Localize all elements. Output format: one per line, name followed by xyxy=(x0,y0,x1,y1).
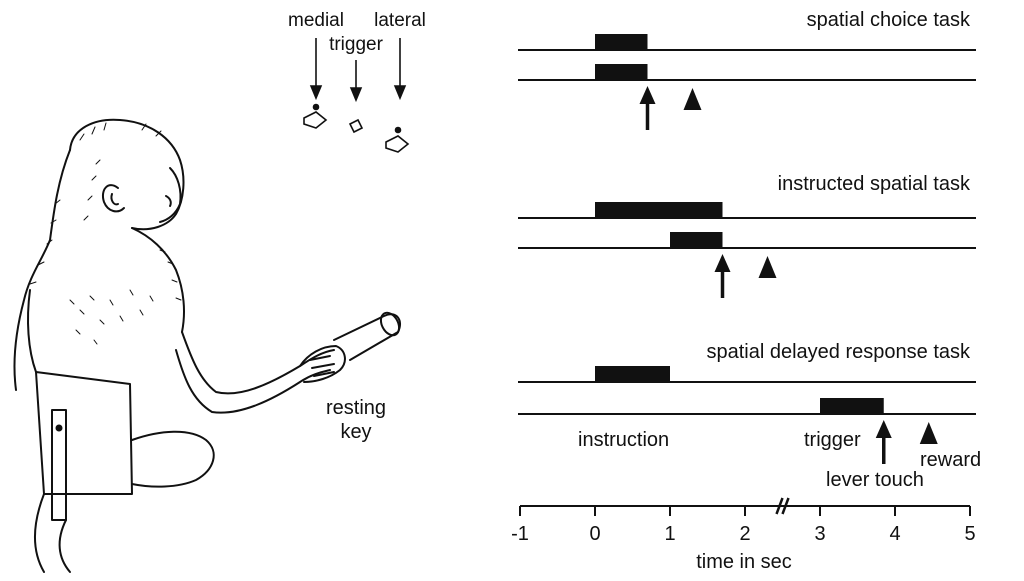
lever-touch-label: lever touch xyxy=(826,469,924,491)
apparatus-arrows xyxy=(309,38,407,103)
task-block-3: spatial delayed response task xyxy=(518,341,976,464)
time-axis-label: time in sec xyxy=(696,551,792,573)
lever-touch-arrow xyxy=(714,254,731,272)
instruction-bar xyxy=(595,366,670,382)
monkey-illustration xyxy=(13,118,402,573)
reward-marker xyxy=(919,422,938,444)
lever-touch-arrow xyxy=(639,86,656,104)
medial-target-icon xyxy=(303,103,328,129)
resting-key-label-line1: resting xyxy=(326,397,386,419)
task-timelines: spatial choice task instructed spatial ta… xyxy=(518,9,976,464)
instruction-bar xyxy=(595,34,648,50)
time-axis: -1 0 1 2 3 4 5 xyxy=(511,497,976,545)
task-block-1: spatial choice task xyxy=(518,9,976,130)
axis-tick-label: 0 xyxy=(589,523,600,545)
lateral-target-icon xyxy=(385,126,410,153)
axis-tick-label: 3 xyxy=(814,523,825,545)
reward-marker xyxy=(758,256,777,278)
axis-tick-label: 4 xyxy=(889,523,900,545)
trigger-bar xyxy=(670,232,723,248)
axis-tick-label: -1 xyxy=(511,523,529,545)
trigger-event-label: trigger xyxy=(804,429,861,451)
trigger-label: trigger xyxy=(329,34,384,55)
instruction-bar xyxy=(595,202,723,218)
task-title: spatial delayed response task xyxy=(707,341,971,363)
trigger-light-icon xyxy=(348,118,364,134)
instruction-label: instruction xyxy=(578,429,669,451)
axis-tick-label: 5 xyxy=(964,523,975,545)
trigger-bar xyxy=(595,64,648,80)
axis-tick-label: 2 xyxy=(739,523,750,545)
reward-label: reward xyxy=(920,449,981,471)
axis-break-mark xyxy=(781,497,790,515)
lever-touch-arrow xyxy=(875,420,892,438)
resting-key-label-line2: key xyxy=(340,421,371,443)
task-block-2: instructed spatial task xyxy=(518,173,976,298)
axis-break-mark xyxy=(775,497,784,515)
task-title: instructed spatial task xyxy=(778,173,971,195)
axis-tick-label: 1 xyxy=(664,523,675,545)
reward-marker xyxy=(683,88,702,110)
trigger-bar xyxy=(820,398,884,414)
medial-label: medial xyxy=(288,10,344,31)
target-apparatus xyxy=(303,103,410,153)
task-title: spatial choice task xyxy=(807,9,971,31)
lateral-label: lateral xyxy=(374,10,426,31)
